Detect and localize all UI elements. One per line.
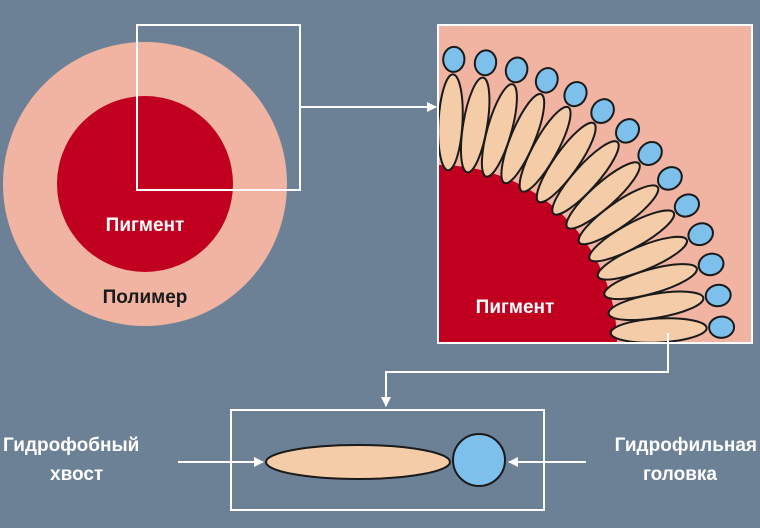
pigment-quarter <box>439 165 617 342</box>
molecule-head <box>590 98 615 125</box>
molecule-head <box>656 166 683 191</box>
pigment-core <box>57 96 233 272</box>
pigment-label: Пигмент <box>106 215 185 236</box>
hydrophilic-label-line1: Гидрофильная <box>615 435 757 456</box>
molecule-detail <box>178 409 586 511</box>
hydrophobic-label-line2: хвост <box>50 464 103 485</box>
molecule-head <box>704 283 732 308</box>
molecule-head <box>442 45 466 73</box>
molecule-head <box>697 252 725 277</box>
hydrophilic-head <box>452 433 506 487</box>
particle: Пигмент Полимер <box>3 42 287 326</box>
molecule-head <box>563 81 588 108</box>
hydrophobic-tail <box>265 444 451 480</box>
molecule-head <box>637 141 663 166</box>
zoom-panel: Пигмент <box>437 24 753 344</box>
hydrophobic-label-line1: Гидрофобный <box>3 435 139 456</box>
polymer-label: Полимер <box>103 287 188 308</box>
molecule-head <box>673 193 700 218</box>
hydrophilic-label-line2: головка <box>643 464 717 485</box>
detail-box <box>230 409 545 511</box>
molecule-head <box>534 67 559 94</box>
molecule-head <box>708 315 736 339</box>
molecule-group <box>439 45 736 342</box>
molecule-head <box>473 49 498 77</box>
molecule-head <box>687 222 714 247</box>
molecule-head <box>504 56 529 84</box>
detail-connector <box>381 333 669 407</box>
pigment-zoom-label: Пигмент <box>476 297 555 318</box>
molecule-head <box>615 118 640 144</box>
molecule-tail <box>439 73 464 172</box>
